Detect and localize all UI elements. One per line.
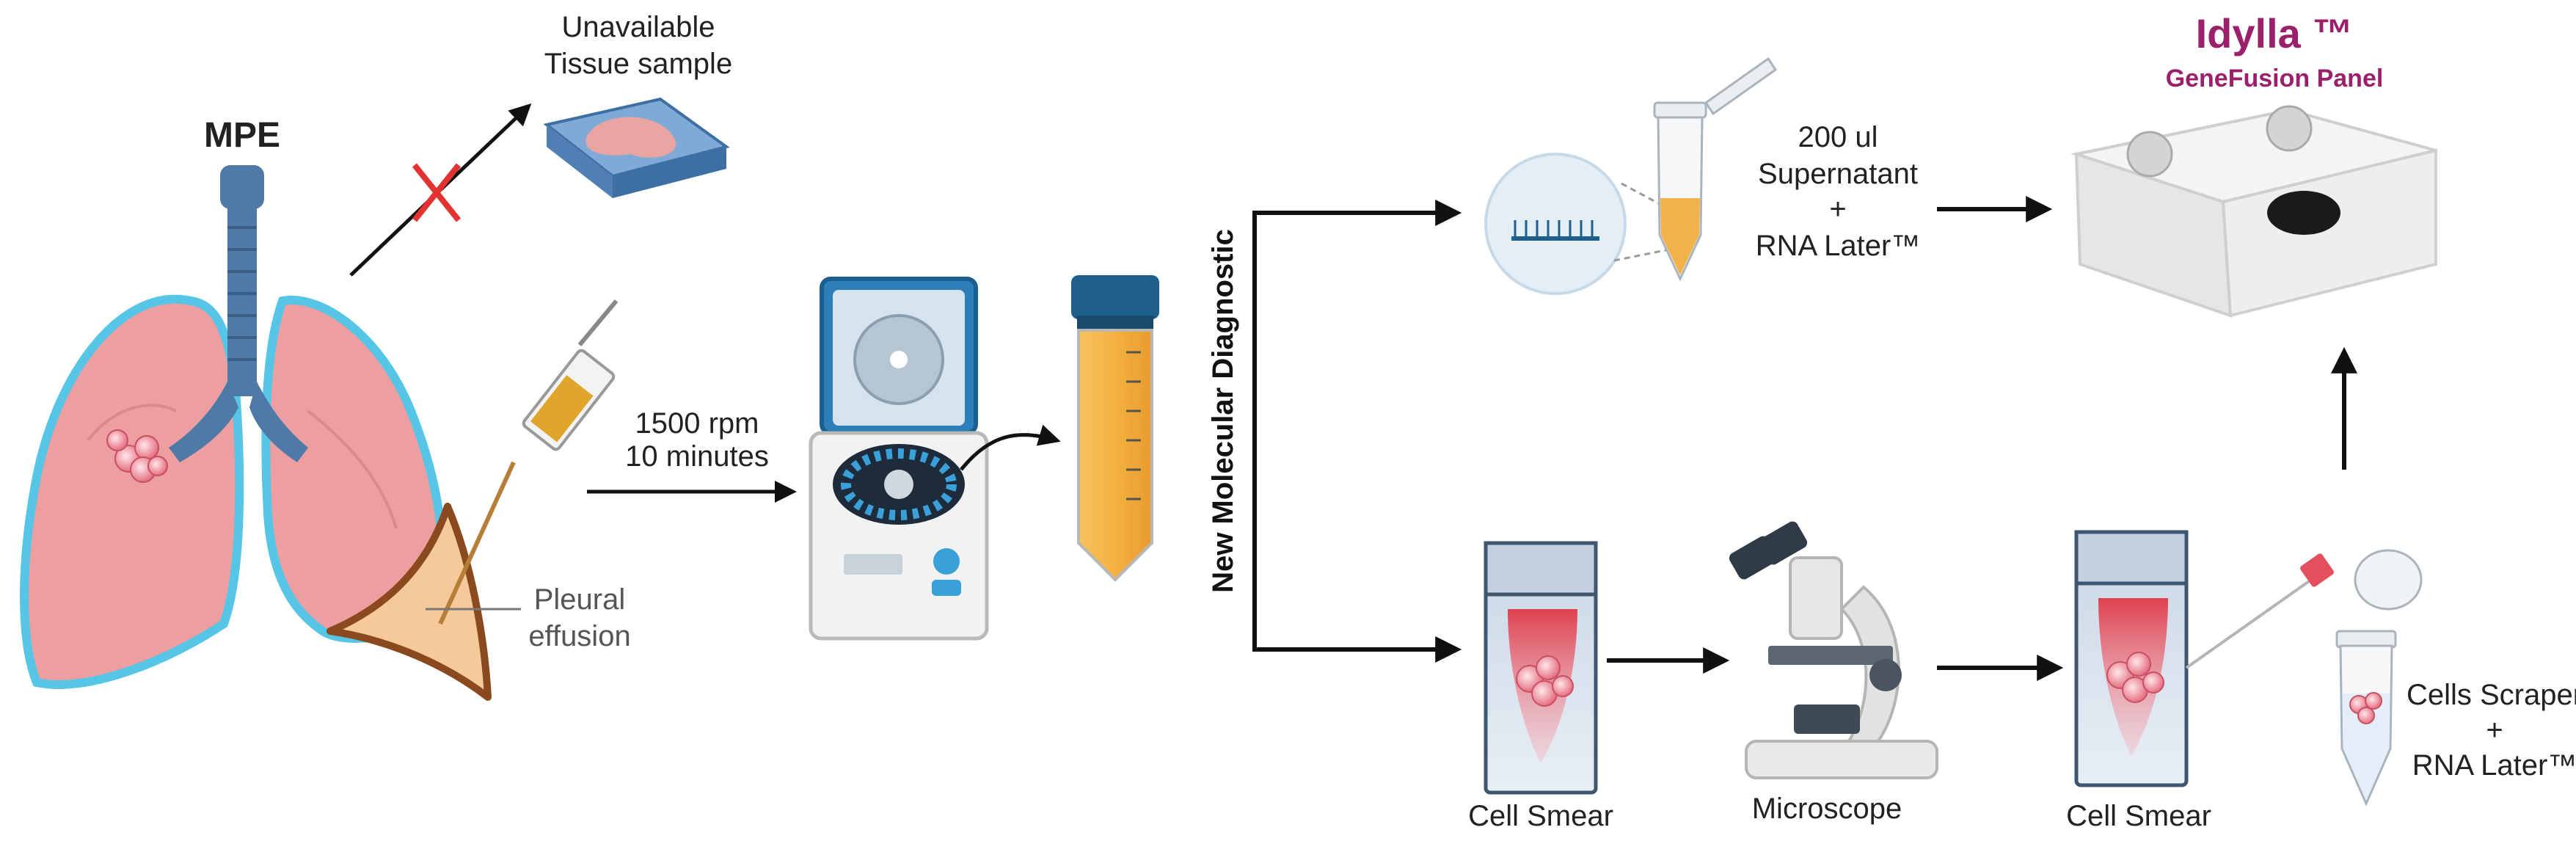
supernatant-label-4: RNA Later™	[1756, 230, 1921, 262]
syringe-icon	[438, 299, 619, 625]
eppendorf-tube-top-icon	[1653, 57, 1778, 282]
cell-smear-slide-1	[1484, 541, 1598, 795]
cell-smear-label-2: Cell Smear	[2066, 800, 2211, 832]
idylla-subtitle: GeneFusion Panel	[2166, 65, 2384, 92]
tumor-cluster	[106, 429, 168, 483]
zoom-circle-icon	[1484, 153, 1627, 295]
supernatant-label-2: Supernatant	[1758, 158, 1918, 190]
left-lung	[20, 294, 244, 689]
eppendorf-tube-bottom-icon	[2335, 549, 2423, 807]
falcon-tube-icon	[1071, 275, 1159, 582]
branch-bracket	[1252, 211, 1453, 652]
centrifuge-icon	[809, 277, 989, 641]
pleural-label-1: Pleural	[534, 583, 626, 616]
lung-shading-right	[307, 409, 398, 529]
supernatant-label-3: +	[1829, 193, 1846, 225]
pleural-effusion-shape	[326, 503, 492, 701]
vertical-diagnostic-label: New Molecular Diagnostic	[1207, 229, 1239, 593]
idylla-cartridge-icon	[2070, 105, 2437, 318]
trachea	[169, 165, 308, 462]
tissue-label-1: Unavailable	[561, 11, 715, 43]
lungs-illustration	[20, 165, 492, 701]
mpe-label: MPE	[204, 116, 280, 155]
scraper-label-2: +	[2486, 714, 2503, 746]
idylla-title: Idylla ™	[2196, 10, 2354, 57]
cross-mark-icon	[412, 163, 461, 222]
cell-smear-slide-2	[2074, 530, 2189, 787]
tissue-label-2: Tissue sample	[544, 48, 732, 80]
pleural-label-2: effusion	[528, 620, 630, 652]
scraper-label-1: Cells Scraper	[2407, 679, 2576, 711]
microscope-icon	[1729, 521, 1938, 779]
tissue-sample-icon	[543, 97, 730, 198]
microscope-label: Microscope	[1752, 793, 1902, 825]
spin-label-2: 10 minutes	[625, 440, 769, 473]
scraper-label-3: RNA Later™	[2412, 749, 2576, 782]
curved-arrow-to-tube	[960, 424, 1061, 471]
spin-label-1: 1500 rpm	[635, 407, 759, 440]
cell-smear-label-1: Cell Smear	[1468, 800, 1613, 832]
zoom-line-bottom	[1613, 248, 1670, 262]
cell-scraper-icon	[2185, 553, 2334, 669]
lung-shading-left	[87, 404, 177, 442]
supernatant-label-1: 200 ul	[1798, 121, 1878, 153]
